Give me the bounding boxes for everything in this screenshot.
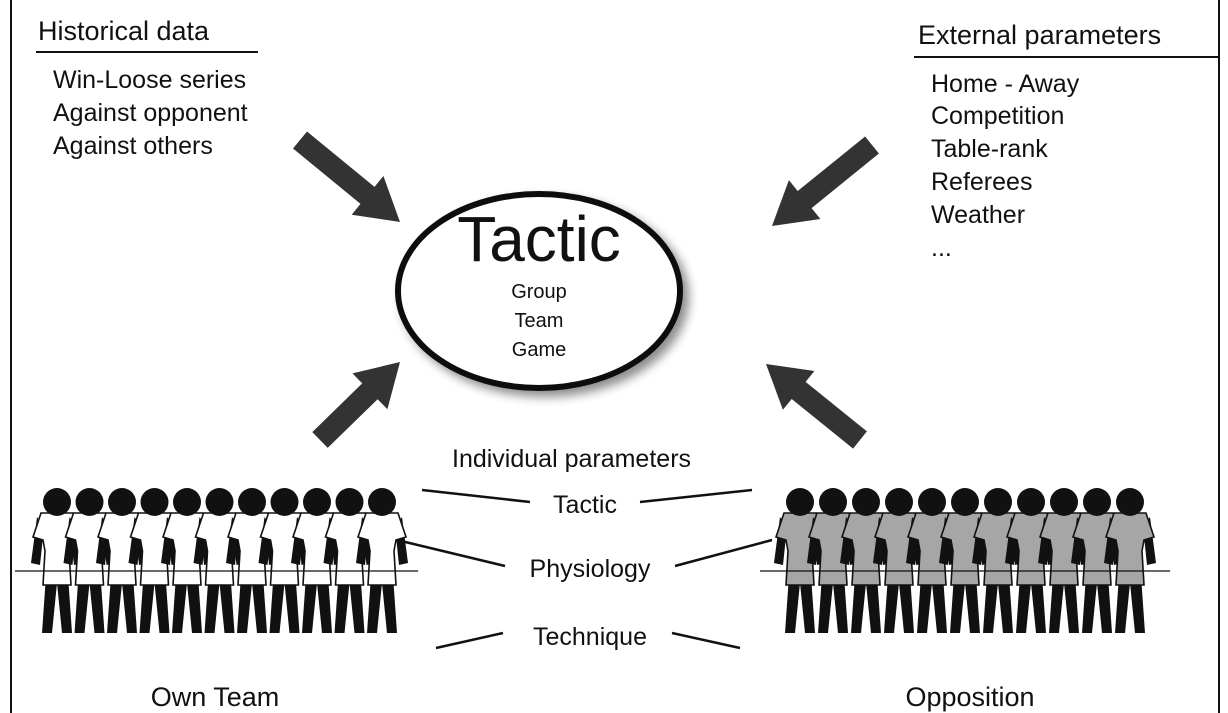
tactic-ellipse: [395, 191, 683, 391]
external-item: Referees: [931, 168, 1033, 196]
player-figure: [291, 488, 343, 633]
player-figure: [840, 488, 892, 633]
connector-physiology-opp: [674, 538, 773, 568]
individual-item-tactic: Tactic: [553, 491, 617, 519]
player-figure: [873, 488, 925, 633]
tactic-subitem: Team: [514, 310, 564, 332]
player-figure: [128, 488, 181, 633]
external-item: ...: [931, 234, 952, 262]
arrow-historical: [293, 131, 400, 222]
connector-technique-opp: [671, 631, 741, 650]
player-figure: [906, 488, 958, 633]
connector-tactic-opp: [639, 488, 753, 504]
player-figure: [258, 488, 311, 633]
external-item: Table-rank: [931, 135, 1048, 163]
historical-underline: [36, 51, 258, 53]
arrow-opposition: [766, 364, 867, 449]
external-item: Competition: [931, 102, 1065, 130]
player-figure: [323, 488, 376, 633]
historical-item: Against opponent: [53, 99, 248, 127]
player-figure: [1005, 488, 1057, 633]
connector-technique-own: [435, 631, 504, 650]
left-border: [10, 0, 12, 713]
individual-title: Individual parameters: [452, 445, 692, 473]
player-figure: [193, 488, 246, 633]
player-figure: [807, 488, 859, 633]
player-figure: [31, 488, 83, 633]
arrow-external: [772, 136, 879, 226]
tactic-subitem: Group: [511, 281, 567, 303]
player-figure: [96, 488, 148, 633]
historical-title: Historical data: [38, 16, 210, 46]
tactic-title: Tactic: [457, 203, 621, 275]
player-figure: [1104, 488, 1156, 633]
own-team-label: Own Team: [150, 682, 280, 712]
connector-physiology-own: [396, 538, 506, 568]
individual-item-technique: Technique: [533, 623, 647, 651]
player-figure: [972, 488, 1024, 633]
arrow-own-team: [312, 362, 400, 448]
historical-item: Against others: [53, 132, 213, 160]
player-figure: [1038, 488, 1090, 633]
player-figure: [226, 488, 278, 633]
connector-tactic-own: [421, 488, 531, 504]
opposition-figures: [760, 488, 1170, 633]
external-item: Home - Away: [931, 70, 1080, 98]
own-team-figures: [15, 488, 418, 633]
historical-item: Win-Loose series: [53, 66, 247, 94]
player-figure: [1071, 488, 1123, 633]
right-border: [1218, 0, 1220, 713]
player-figure: [63, 488, 116, 633]
opposition-label: Opposition: [905, 682, 1035, 712]
player-figure: [774, 488, 826, 633]
player-figure: [161, 488, 213, 633]
player-figure: [356, 488, 408, 633]
player-figure: [939, 488, 991, 633]
external-item: Weather: [931, 201, 1026, 229]
external-title: External parameters: [918, 20, 1162, 50]
external-underline: [914, 56, 1218, 58]
individual-item-physiology: Physiology: [529, 555, 651, 583]
tactic-subitem: Game: [511, 339, 567, 361]
